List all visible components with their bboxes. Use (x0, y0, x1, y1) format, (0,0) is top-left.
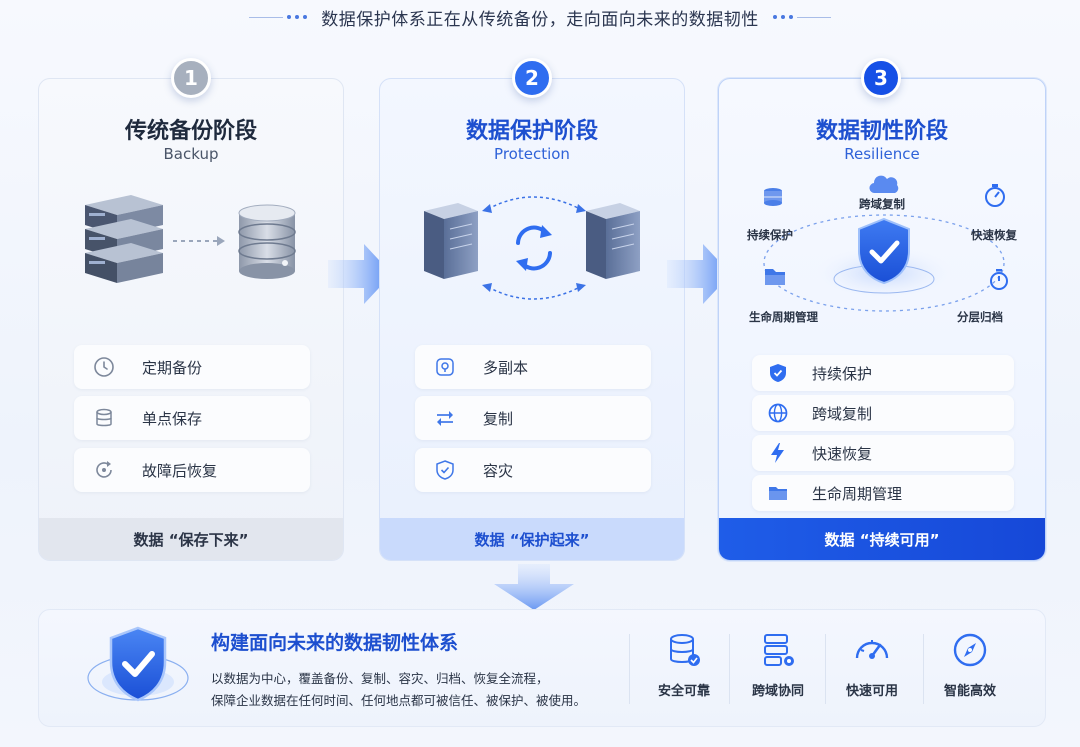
stage-3-panel: 数据韧性阶段 Resilience 跨域复制 持续保护 (718, 78, 1046, 561)
down-arrow-icon (494, 564, 574, 610)
copies-icon (433, 355, 457, 379)
feature-secure: 安全可靠 (639, 632, 729, 699)
orbit-label: 持续保护 (747, 228, 793, 242)
compass-icon (953, 633, 987, 667)
feature-intelligent: 智能高效 (925, 632, 1015, 699)
swap-icon (433, 406, 457, 430)
list-item: 生命周期管理 (752, 475, 1014, 511)
database-small-icon (92, 406, 116, 430)
orbit-label: 生命周期管理 (749, 310, 818, 324)
list-item: 跨域复制 (752, 395, 1014, 431)
lightning-icon (766, 441, 790, 465)
header-left-decoration (249, 15, 308, 19)
stage-1-title: 传统备份阶段 (124, 119, 257, 144)
stage-1-subtitle: Backup (163, 145, 219, 163)
divider (729, 634, 730, 704)
database-icon (238, 204, 296, 279)
resilience-orbit-diagram (763, 175, 1008, 312)
stage-arrow-icon (328, 244, 392, 304)
stage-1-footer: 数据 “保存下来” (39, 518, 343, 560)
divider (923, 634, 924, 704)
divider (629, 634, 630, 704)
clock-icon (92, 355, 116, 379)
page-title: 数据保护体系正在从传统备份，走向面向未来的数据韧性 (321, 9, 759, 30)
stage-arrow-icon (667, 244, 731, 304)
stage-2-footer: 数据 “保护起来” (380, 518, 684, 560)
stage-3-footer: 数据 “持续可用” (719, 518, 1045, 560)
divider (825, 634, 826, 704)
stage-1-panel: 传统备份阶段 Backup (38, 78, 344, 561)
header-right-decoration (772, 15, 831, 19)
header: 数据保护体系正在从传统备份，走向面向未来的数据韧性 (0, 6, 1080, 30)
feature-cross-domain: 跨域协同 (733, 632, 823, 699)
stage-2-subtitle: Protection (494, 145, 570, 163)
folder-icon (766, 481, 790, 505)
database-shield-icon (670, 634, 700, 666)
list-item: 快速恢复 (752, 435, 1014, 471)
shield-check-icon (766, 361, 790, 385)
shield-check-icon (433, 458, 457, 482)
orbit-label: 跨域复制 (859, 197, 905, 211)
list-item: 故障后恢复 (74, 448, 310, 492)
server-stack-icon (85, 195, 163, 283)
speedometer-icon (855, 640, 889, 659)
orbit-label: 分层归档 (957, 310, 1003, 324)
list-item: 定期备份 (74, 345, 310, 389)
recovery-icon (92, 458, 116, 482)
stage-2-panel: 数据保护阶段 Protection (379, 78, 685, 561)
orbit-label: 快速恢复 (971, 228, 1017, 242)
shield-check-icon (87, 626, 189, 702)
dashed-arrow-icon (173, 236, 225, 246)
list-item: 持续保护 (752, 355, 1014, 391)
stage-2-badge: 2 (512, 58, 552, 98)
stage-2-title: 数据保护阶段 (465, 119, 598, 144)
stage-1-badge: 1 (171, 58, 211, 98)
list-item: 容灾 (415, 448, 651, 492)
globe-icon (766, 401, 790, 425)
list-item: 复制 (415, 396, 651, 440)
summary-desc-line-1: 以数据为中心，覆盖备份、复制、容灾、归档、恢复全流程， (211, 671, 549, 686)
stage-3-title: 数据韧性阶段 (815, 119, 948, 144)
summary-title: 构建面向未来的数据韧性体系 (211, 632, 459, 654)
summary-desc-line-2: 保障企业数据在任何时间、任何地点都可被信任、被保护、被使用。 (211, 693, 587, 708)
stage-3-subtitle: Resilience (844, 145, 920, 163)
summary-panel: 构建面向未来的数据韧性体系 以数据为中心，覆盖备份、复制、容灾、归档、恢复全流程… (38, 609, 1046, 727)
stage-3-badge: 3 (861, 58, 901, 98)
list-item: 多副本 (415, 345, 651, 389)
feature-fast: 快速可用 (827, 632, 917, 699)
server-network-icon (764, 634, 794, 666)
replication-illustration (424, 196, 640, 300)
list-item: 单点保存 (74, 396, 310, 440)
